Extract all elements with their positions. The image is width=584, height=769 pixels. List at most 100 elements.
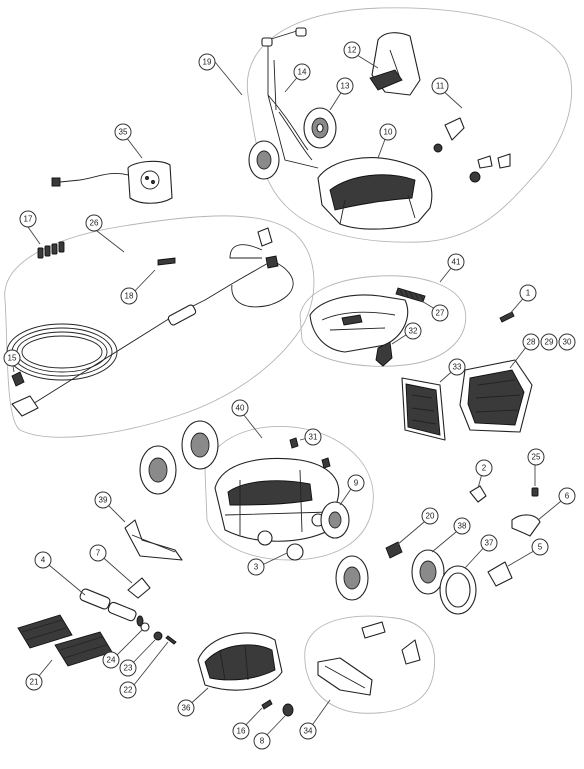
svg-text:4: 4 — [41, 556, 46, 565]
svg-text:3: 3 — [254, 563, 259, 572]
callout-16: 16 — [232, 722, 250, 740]
callout-12: 12 — [343, 41, 361, 59]
bracket-part — [124, 519, 183, 561]
screw-16-part — [261, 699, 273, 710]
svg-text:38: 38 — [458, 522, 467, 531]
brushes-part — [17, 614, 113, 667]
callout-10: 10 — [379, 123, 397, 141]
cable-end-part — [11, 371, 25, 387]
callout-19: 19 — [198, 53, 216, 71]
svg-text:33: 33 — [453, 363, 462, 372]
svg-text:14: 14 — [298, 68, 307, 77]
lid-assembly-part — [309, 294, 409, 353]
screw-part-2 — [321, 457, 331, 469]
svg-text:17: 17 — [24, 215, 33, 224]
callout-28: 28 — [522, 333, 540, 351]
pulley-part — [286, 543, 304, 561]
bracket-set-part — [317, 621, 421, 696]
callout-14: 14 — [293, 63, 311, 81]
clip-parts — [433, 117, 511, 183]
bolt-part — [165, 635, 177, 645]
callout-5: 5 — [531, 538, 549, 556]
svg-text:5: 5 — [538, 543, 543, 552]
svg-text:35: 35 — [119, 128, 128, 137]
callout-36: 36 — [177, 699, 195, 717]
svg-text:9: 9 — [354, 479, 359, 488]
group-outline-41 — [299, 275, 467, 367]
svg-text:29: 29 — [545, 338, 554, 347]
callout-25: 25 — [527, 448, 545, 466]
callout-13: 13 — [336, 77, 354, 95]
svg-text:26: 26 — [90, 219, 99, 228]
svg-text:28: 28 — [527, 338, 536, 347]
callout-3: 3 — [247, 558, 265, 576]
filter-basket-small-part — [401, 377, 446, 441]
callout-9: 9 — [347, 474, 365, 492]
cover-5-part — [487, 561, 513, 587]
motor-tube-part — [79, 588, 144, 627]
clip-6-part — [511, 514, 541, 537]
svg-text:32: 32 — [409, 327, 418, 336]
callout-23: 23 — [119, 659, 137, 677]
pivot-pin-part — [385, 541, 403, 559]
svg-text:30: 30 — [563, 338, 572, 347]
callout-30: 30 — [558, 333, 576, 351]
callout-11: 11 — [431, 77, 449, 95]
svg-text:34: 34 — [304, 727, 313, 736]
small-spring-part — [499, 311, 515, 323]
svg-text:10: 10 — [384, 128, 393, 137]
drive-wheels-part — [139, 420, 219, 495]
svg-text:13: 13 — [341, 82, 350, 91]
callout-35: 35 — [114, 123, 132, 141]
group-outline-34 — [304, 615, 436, 714]
svg-text:39: 39 — [99, 496, 108, 505]
svg-text:12: 12 — [348, 46, 357, 55]
callout-21: 21 — [25, 673, 43, 691]
svg-text:6: 6 — [565, 492, 570, 501]
motor-bracket-part — [127, 577, 151, 599]
callout-39: 39 — [94, 491, 112, 509]
svg-text:15: 15 — [8, 354, 17, 363]
svg-text:40: 40 — [236, 404, 245, 413]
motor-block-part — [197, 632, 283, 691]
hinge-part — [469, 485, 487, 503]
svg-text:7: 7 — [96, 549, 101, 558]
callout-32: 32 — [404, 322, 422, 340]
callout-29: 29 — [540, 333, 558, 351]
screw-part — [289, 437, 299, 449]
svg-text:8: 8 — [260, 737, 265, 746]
group-outline-19 — [246, 7, 572, 243]
nut-8-part — [282, 703, 294, 717]
callout-40: 40 — [231, 399, 249, 417]
small-plug-part — [531, 487, 539, 497]
callout-18: 18 — [120, 287, 138, 305]
callout-20: 20 — [421, 507, 439, 525]
svg-text:23: 23 — [124, 664, 133, 673]
svg-text:20: 20 — [426, 512, 435, 521]
svg-text:37: 37 — [485, 539, 494, 548]
callout-38: 38 — [453, 517, 471, 535]
svg-text:19: 19 — [203, 58, 212, 67]
svg-text:21: 21 — [30, 678, 39, 687]
callout-1: 1 — [519, 284, 537, 302]
handle-wheel-part — [303, 107, 337, 149]
svg-text:27: 27 — [436, 309, 445, 318]
callout-22: 22 — [119, 681, 137, 699]
chassis-part — [214, 457, 340, 546]
tire-37-part — [439, 565, 477, 615]
group-outline-26 — [4, 215, 315, 438]
svg-text:1: 1 — [526, 289, 531, 298]
svg-text:2: 2 — [482, 464, 487, 473]
callout-31: 31 — [304, 428, 322, 446]
washer-part — [140, 622, 150, 632]
callout-27: 27 — [431, 304, 449, 322]
drive-gear-part — [320, 501, 350, 539]
nut-part — [153, 631, 163, 641]
wheel-38-part — [411, 549, 445, 595]
callout-2: 2 — [475, 459, 493, 477]
power-supply-part — [51, 160, 173, 204]
callout-6: 6 — [558, 487, 576, 505]
svg-text:25: 25 — [532, 453, 541, 462]
top-body-part — [317, 157, 433, 230]
